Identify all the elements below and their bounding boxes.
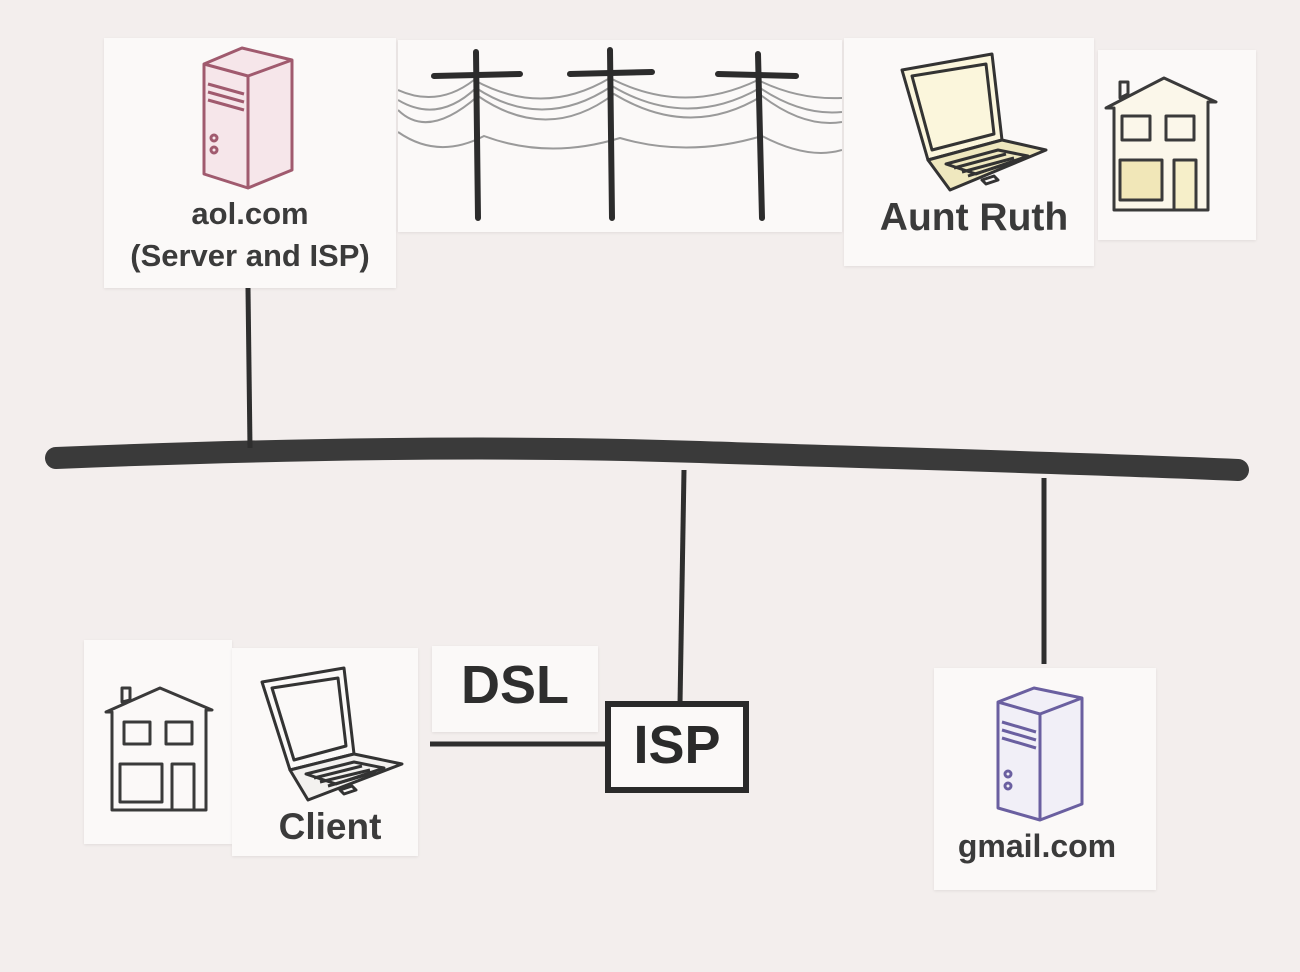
aunt-ruth-label: Aunt Ruth: [879, 196, 1069, 239]
aol-label-line2: (Server and ISP): [130, 238, 370, 273]
dsl-card: [432, 646, 598, 732]
gmail-label: gmail.com: [957, 828, 1117, 864]
server-icon: [202, 46, 294, 190]
utility-poles-icon: [398, 47, 842, 221]
dsl-label: DSL: [461, 655, 569, 715]
laptop-icon: [260, 666, 404, 802]
client-label: Client: [278, 806, 382, 847]
isp-box: [605, 701, 749, 793]
laptop-icon: [900, 52, 1048, 192]
aol-connection-line: [245, 287, 253, 449]
house-icon: [1104, 76, 1218, 212]
isp-label: ISP: [633, 715, 721, 775]
house-icon: [104, 686, 214, 812]
server-icon: [996, 686, 1084, 822]
internet-backbone: [45, 437, 1249, 481]
aol-label-line1: aol.com: [191, 196, 309, 231]
isp-connection-line: [677, 469, 687, 705]
